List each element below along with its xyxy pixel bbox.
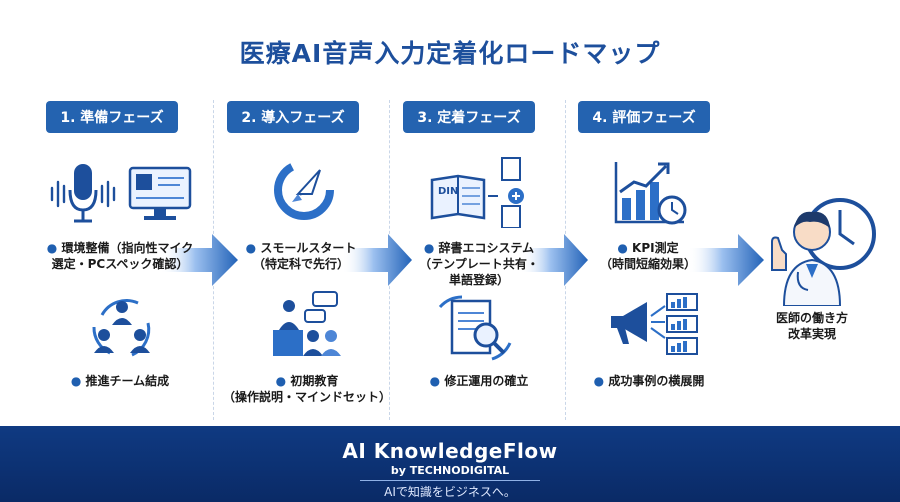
din-label: DIN — [438, 186, 458, 197]
label-line: スモールスタート — [260, 241, 357, 255]
phase-2-bottom-label: ● 初期教育 （操作説明・マインドセット） — [222, 373, 392, 405]
phase-3-badge: 3. 定着フェーズ — [403, 101, 535, 133]
microphone-pc-icon — [50, 164, 192, 223]
flow-arrow — [688, 234, 764, 286]
flow-arrow — [520, 234, 588, 286]
phase-4-badge: 4. 評価フェーズ — [578, 101, 710, 133]
footer-divider — [360, 480, 540, 481]
kpi-chart-icon — [614, 162, 687, 225]
rocket-icon — [274, 160, 334, 220]
flow-arrow — [342, 234, 412, 286]
phase-3-bottom-label: ● 修正運用の確立 — [404, 373, 554, 389]
label-line: 推進チーム結成 — [85, 374, 170, 388]
megaphone-icon — [611, 293, 698, 355]
page-title: 医療AI音声入力定着化ロードマップ — [239, 39, 661, 68]
label-line: （時間短縮効果） — [599, 257, 696, 271]
bullet-icon: ● — [617, 241, 628, 255]
goal-line: 改革実現 — [787, 327, 836, 341]
brand-byline: by TECHNODIGITAL — [390, 464, 510, 477]
phase-1-bottom-label: ● 推進チーム結成 — [50, 373, 190, 389]
flow-arrow — [160, 234, 238, 286]
bullet-icon: ● — [423, 241, 435, 255]
bullet-icon: ● — [275, 374, 287, 388]
bullet-icon: ● — [245, 241, 257, 255]
document-search-icon — [438, 295, 512, 361]
label-line: KPI測定 — [632, 241, 679, 255]
phase-1-badge: 1. 準備フェーズ — [46, 101, 178, 133]
bullet-icon: ● — [429, 374, 441, 388]
bullet-icon: ● — [593, 374, 605, 388]
label-line: 環境整備（指向性マイク — [61, 241, 194, 255]
goal-line: 医師の働き方 — [775, 311, 848, 325]
phase-1-top-label: ● 環境整備（指向性マイク 選定・PCスペック確認） — [30, 240, 210, 272]
label-line: 選定・PCスペック確認） — [51, 257, 189, 271]
label-line: （特定科で先行） — [252, 257, 349, 271]
goal-label: 医師の働き方 改革実現 — [752, 310, 872, 342]
brand-tagline: AIで知識をビジネスへ。 — [384, 485, 516, 499]
phase-2-badge: 2. 導入フェーズ — [227, 101, 359, 133]
label-line: 初期教育 — [290, 374, 339, 388]
dictionary-icon: DIN — [430, 157, 524, 228]
bullet-icon: ● — [46, 241, 58, 255]
phase-3-top-label: ● 辞書エコシステム （テンプレート共有・ 単語登録） — [404, 240, 554, 288]
doctor-thumbs-up-icon — [771, 198, 876, 306]
presenter-icon — [273, 291, 341, 356]
label-line: （テンプレート共有・ — [419, 257, 539, 271]
label-line: 修正運用の確立 — [444, 374, 529, 388]
footer-banner: AI KnowledgeFlow by TECHNODIGITAL AIで知識を… — [0, 426, 900, 502]
label-line: （操作説明・マインドセット） — [222, 390, 391, 404]
brand-name: AI KnowledgeFlow — [342, 439, 558, 463]
label-line: 辞書エコシステム — [438, 241, 535, 255]
label-line: 単語登録） — [448, 273, 509, 287]
phase-2-top-label: ● スモールスタート （特定科で先行） — [226, 240, 376, 272]
phase-4-bottom-label: ● 成功事例の横展開 — [574, 373, 724, 389]
phase-4-top-label: ● KPI測定 （時間短縮効果） — [578, 240, 718, 272]
label-line: 成功事例の横展開 — [608, 374, 705, 388]
bullet-icon: ● — [70, 374, 82, 388]
team-cycle-icon — [92, 299, 151, 357]
